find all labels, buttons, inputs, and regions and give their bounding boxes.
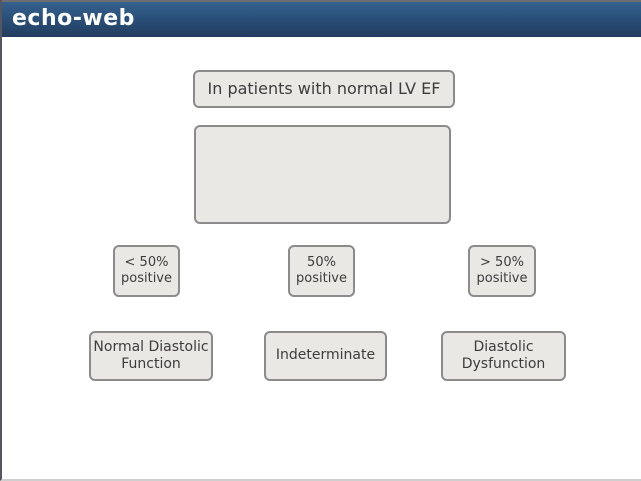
flowchart-empty-content-box	[194, 125, 451, 224]
flowchart-outcome-indeterminate: Indeterminate	[264, 331, 387, 381]
flowchart-condition-less-than-50: < 50% positive	[113, 245, 180, 297]
flowchart-condition-greater-than-50: > 50% positive	[468, 245, 536, 297]
flowchart-title-box: In patients with normal LV EF	[193, 70, 455, 108]
app-title: echo-web	[12, 5, 135, 31]
app-header: echo-web	[2, 0, 641, 37]
flowchart-outcome-diastolic-dysfunction: Diastolic Dysfunction	[441, 331, 566, 381]
flowchart-condition-equal-50: 50% positive	[288, 245, 355, 297]
flowchart-outcome-normal-diastolic-function: Normal Diastolic Function	[89, 331, 213, 381]
